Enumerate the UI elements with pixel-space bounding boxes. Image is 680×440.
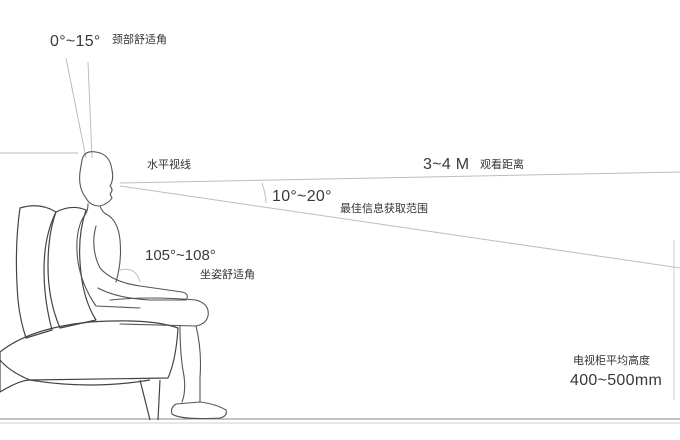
- vision-angle-value: 10°~20°: [272, 188, 332, 205]
- seat-angle-caption: 坐姿舒适角: [200, 268, 255, 281]
- tv-cabinet-caption: 电视柜平均高度: [573, 354, 650, 367]
- figure-shin-front: [195, 325, 202, 403]
- figure-head: [79, 151, 114, 207]
- armchair: [0, 205, 179, 421]
- chair-front-left: [0, 360, 31, 393]
- viewing-distance-caption: 观看距离: [480, 158, 524, 171]
- figure-foot: [170, 401, 227, 420]
- neck-angle-caption: 颈部舒适角: [112, 33, 167, 46]
- horizontal-sightline: [119, 171, 680, 184]
- horizontal-sightline-label: 水平视线: [147, 158, 191, 171]
- chair-leg-2: [157, 379, 161, 421]
- neck-guide-line: [65, 57, 87, 159]
- chair-seat: [0, 320, 179, 381]
- figure-back: [76, 215, 141, 309]
- figure-thigh: [109, 297, 209, 327]
- viewing-distance-value: 3~4 M: [423, 156, 470, 173]
- lower-sightline: [119, 185, 680, 269]
- figure-neck: [83, 203, 89, 217]
- chair-back-cushion: [47, 206, 97, 329]
- chair-leg: [139, 379, 151, 421]
- seat-angle-arc: [119, 268, 141, 283]
- seated-figure: [76, 151, 227, 420]
- seat-angle-value: 105°~108°: [145, 247, 216, 264]
- tv-cabinet-height-value: 400~500mm: [570, 372, 663, 389]
- figure-neck-front: [99, 205, 107, 215]
- chair-back-left: [15, 205, 57, 339]
- chair-base-curve: [29, 379, 151, 386]
- neck-angle-value: 0°~15°: [50, 33, 101, 50]
- vision-angle-arc: [261, 182, 267, 204]
- vision-angle-caption: 最佳信息获取范围: [340, 202, 428, 215]
- figure-chest: [105, 213, 122, 283]
- neck-vertical-guide: [87, 61, 93, 159]
- figure-shin-back: [179, 325, 186, 403]
